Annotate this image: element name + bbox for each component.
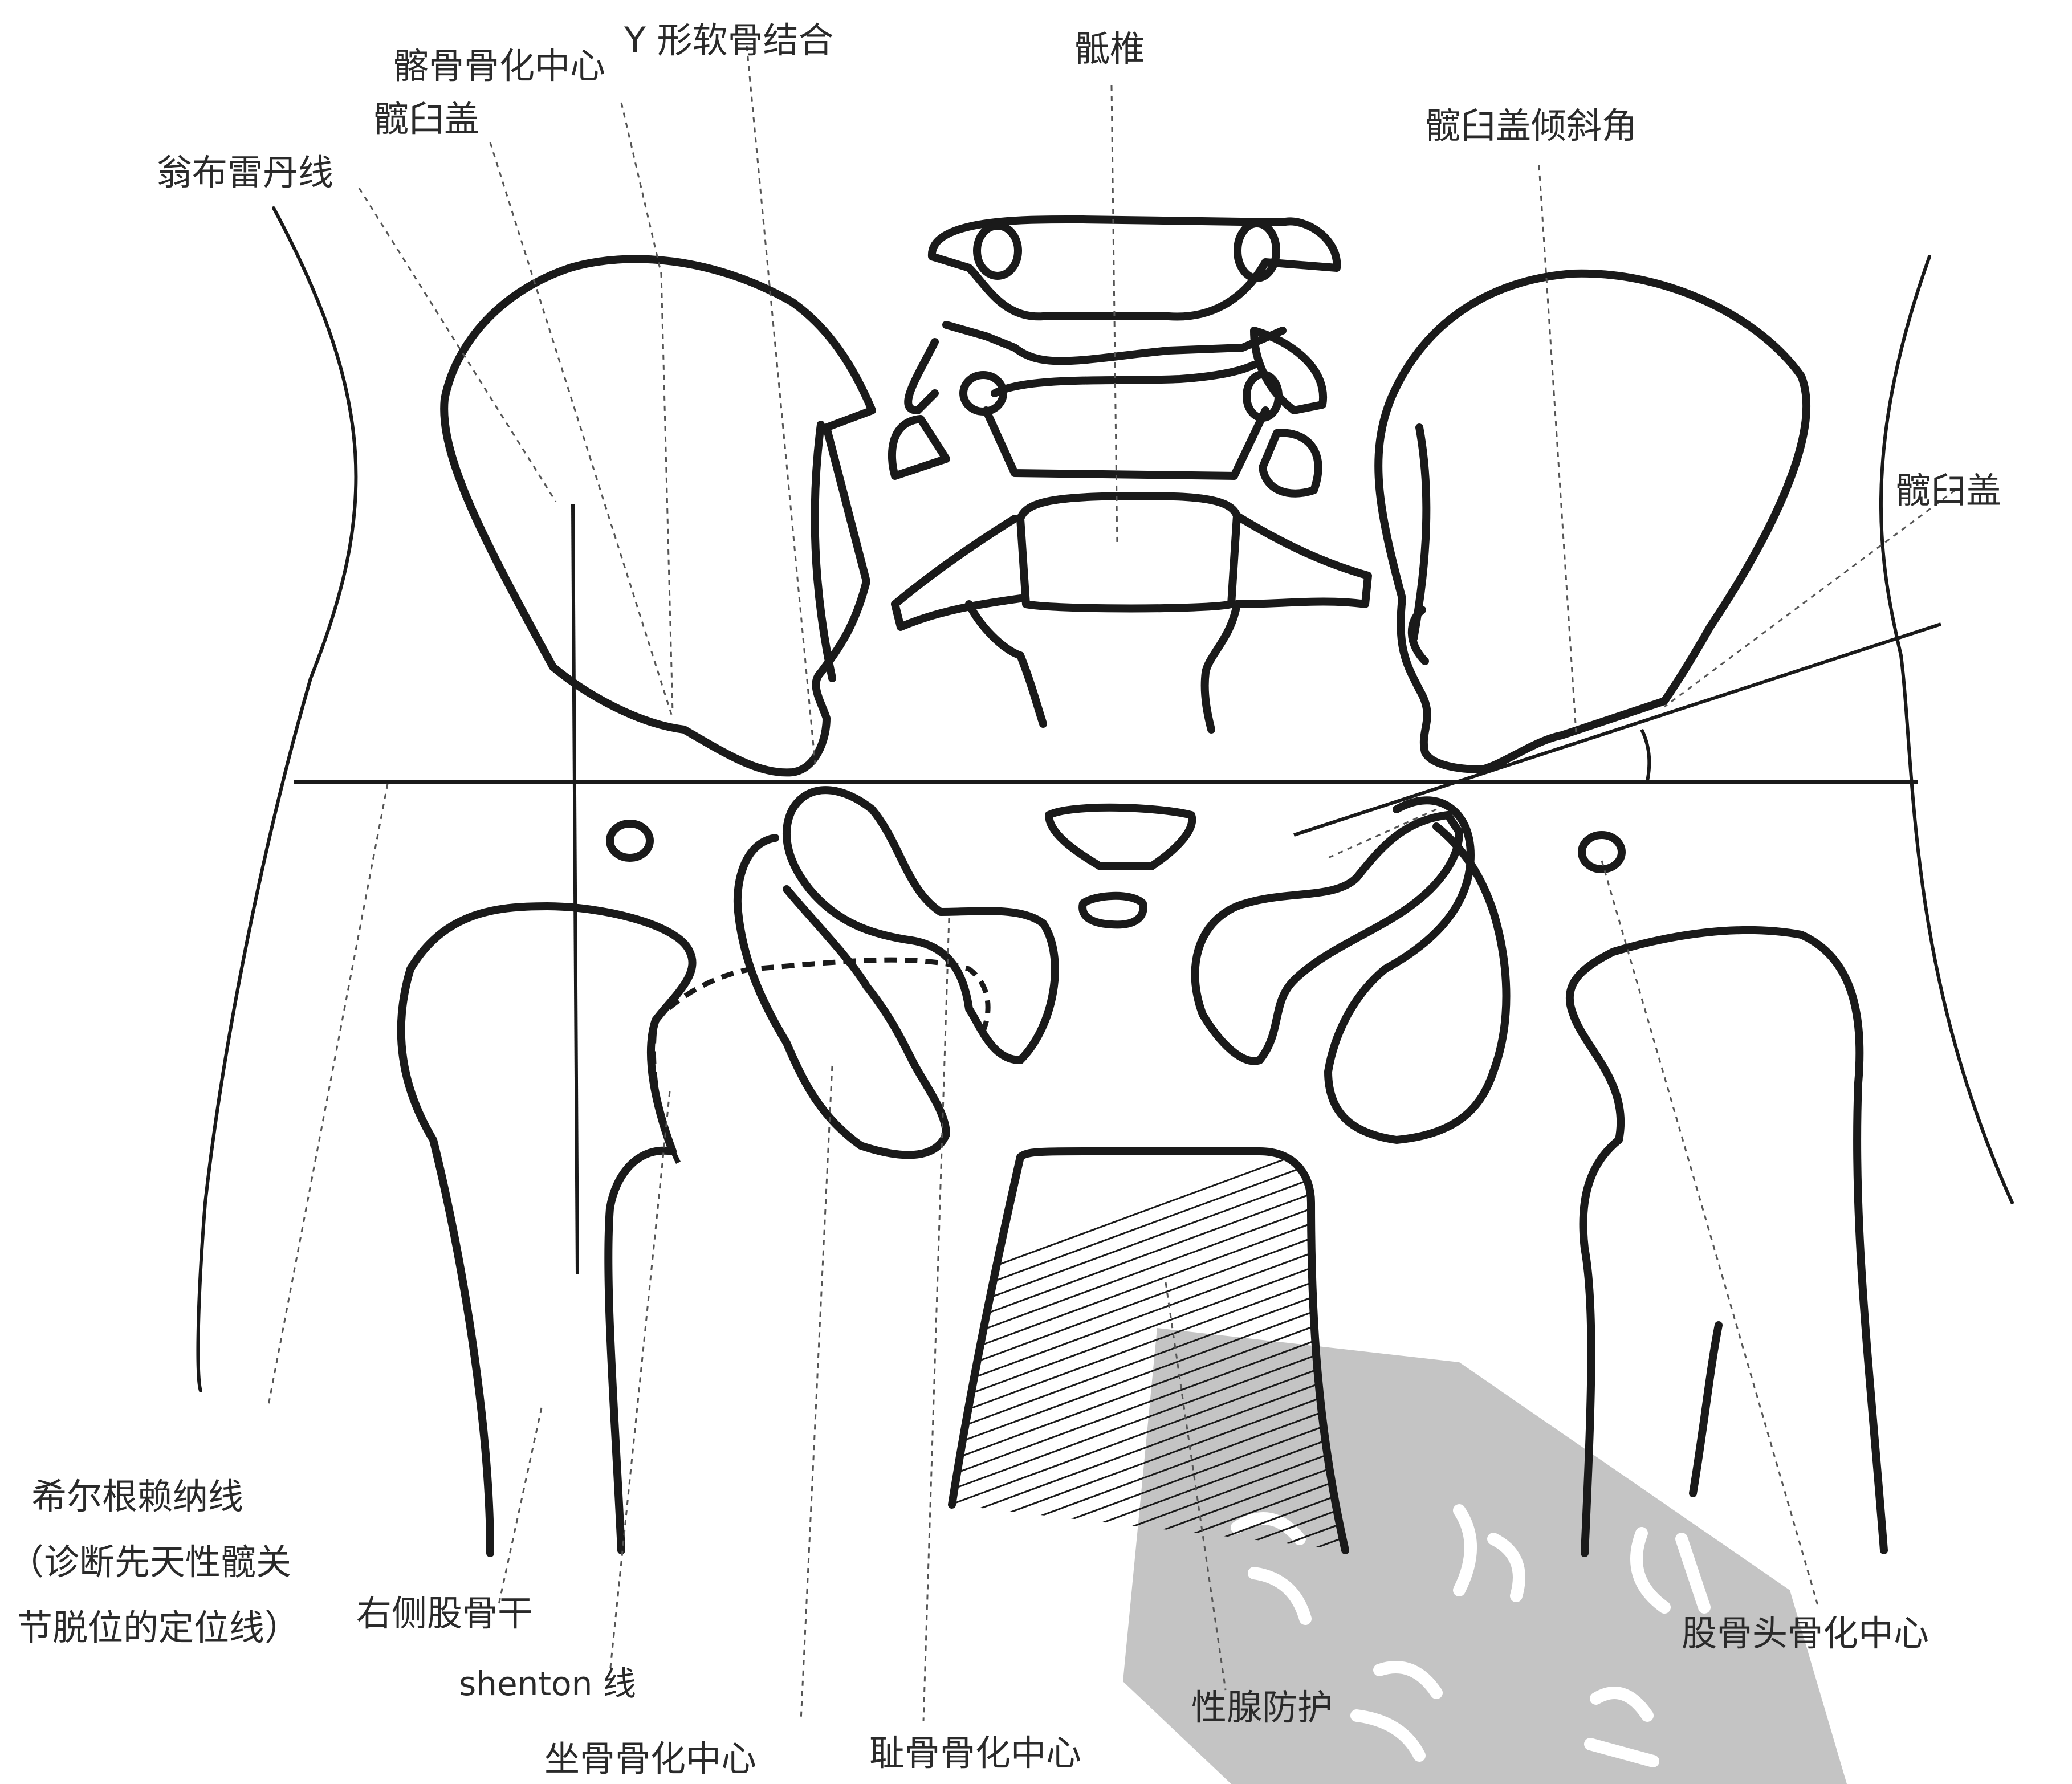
label-hilgenreiner-note-2: 节脱位的定位线）	[17, 1610, 300, 1645]
skin-contour-left	[198, 208, 356, 1391]
acetabular-angle-arc	[1642, 730, 1649, 781]
pubic-symphysis-upper	[1049, 808, 1192, 866]
label-acetabular-roof-right: 髋臼盖	[1895, 473, 2001, 508]
skin-contour-right	[1881, 256, 2012, 1203]
left-femur-inner	[1693, 1325, 1719, 1493]
sacrum	[892, 219, 1368, 730]
label-gonad-shield: 性腺防护	[1191, 1690, 1333, 1725]
left-iliac-wing	[1378, 274, 1806, 769]
label-femoral-head-ossification-center: 股骨头骨化中心	[1682, 1616, 1929, 1651]
shenton-line-curve	[653, 960, 988, 1163]
right-femur	[401, 906, 693, 1553]
label-pubis-ossification-center: 耻骨骨化中心	[869, 1736, 1081, 1771]
left-pubis	[1195, 815, 1460, 1061]
right-ilium-inner	[815, 425, 832, 678]
label-ilium-ossification-center: 髂骨骨化中心	[393, 48, 605, 84]
left-femur	[1570, 930, 1884, 1553]
label-hilgenreiner-note-1: （诊断先天性髋关	[9, 1545, 291, 1580]
ombredanne-line	[573, 504, 577, 1274]
right-pubis	[787, 790, 1055, 1060]
label-acetabular-angle: 髋臼盖倾斜角	[1425, 108, 1637, 144]
label-shenton-line: shenton 线	[459, 1667, 636, 1700]
shield-hatch-line	[935, 1203, 1368, 1362]
label-acetabular-roof-left: 髋臼盖	[373, 101, 479, 137]
label-right-femoral-shaft: 右侧股骨干	[356, 1596, 533, 1631]
label-hilgenreiner-line: 希尔根赖纳线	[31, 1479, 243, 1514]
label-y-cartilage: Y 形软骨结合	[624, 23, 834, 58]
label-ischium-ossification-center: 坐骨骨化中心	[544, 1741, 756, 1777]
left-ischium	[1328, 800, 1507, 1140]
right-iliac-wing	[444, 259, 872, 772]
label-ombredanne-line: 翁布雷丹线	[157, 155, 333, 190]
obturator-foramen-right-small	[610, 824, 650, 858]
acetabular-angle-line	[1294, 624, 1941, 835]
pubic-symphysis-lower	[1082, 896, 1143, 925]
label-sacral-vertebra: 骶椎	[1074, 31, 1145, 67]
obturator-foramen-left-small	[1582, 835, 1622, 869]
